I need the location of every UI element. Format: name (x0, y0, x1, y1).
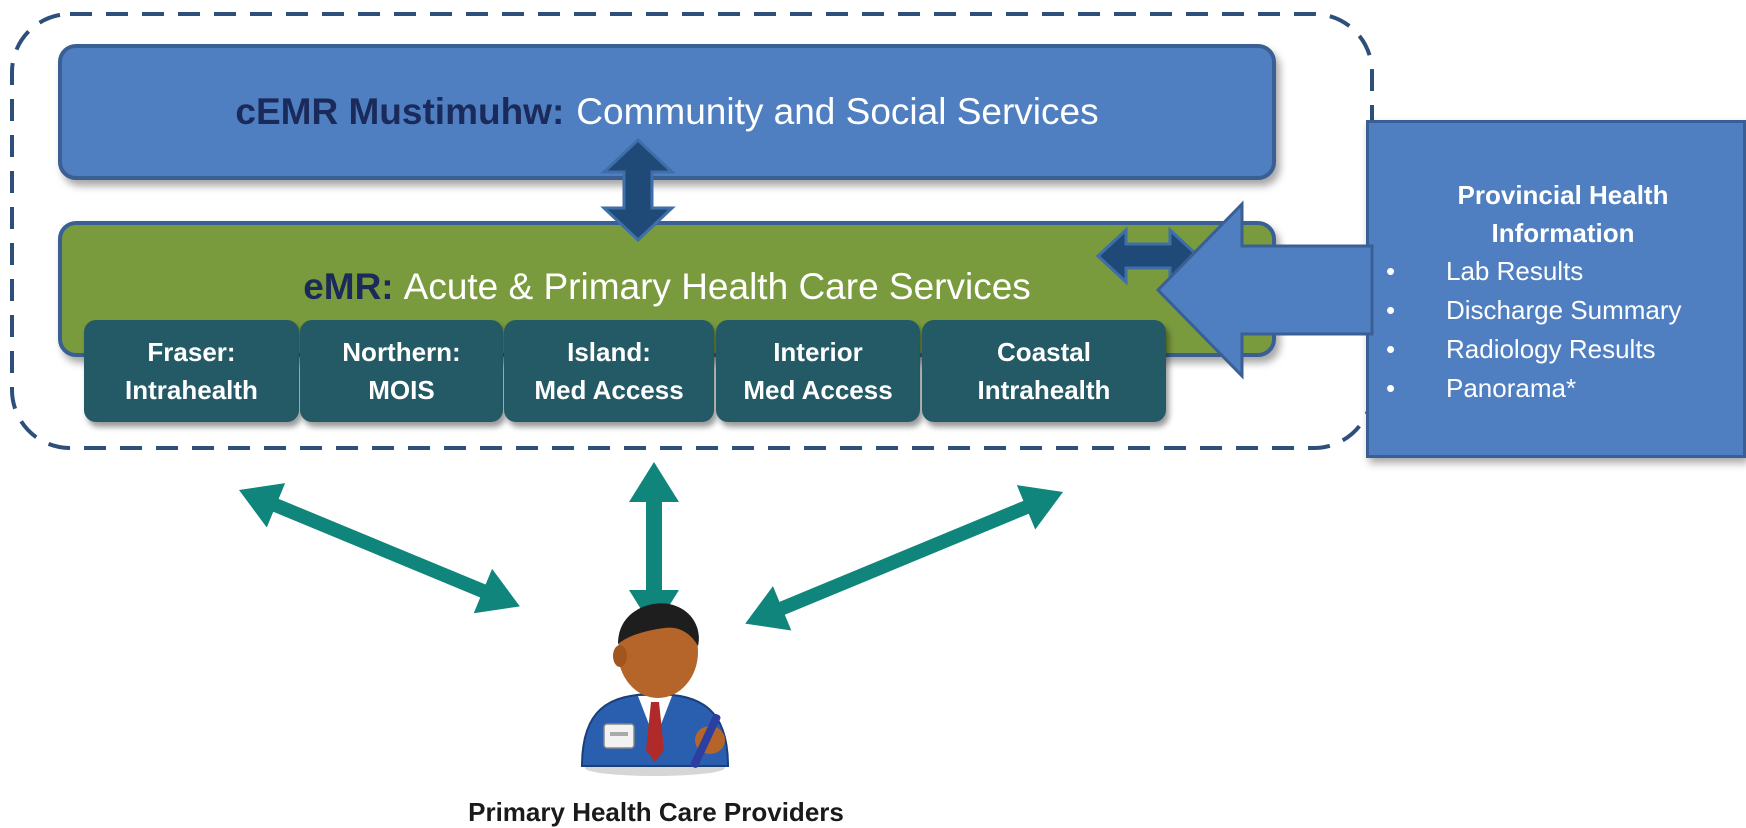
ha-line2: Med Access (534, 375, 684, 405)
cemr-emr-arrow-icon (600, 138, 676, 242)
ha-line1: Northern: (342, 337, 461, 367)
cemr-box: cEMR Mustimuhw: Community and Social Ser… (58, 44, 1276, 180)
bullet: • (1386, 334, 1396, 364)
emr-lead: eMR: (303, 266, 394, 307)
list-item-text: Radiology Results (1446, 334, 1656, 364)
left-provider-arrow-icon (239, 483, 520, 614)
bullet: • (1386, 295, 1396, 325)
ha-box-interior: Interior Med Access (716, 320, 920, 422)
ha-line1: Coastal (997, 337, 1091, 367)
bullet: • (1386, 373, 1396, 403)
bullet: • (1386, 256, 1396, 286)
provincial-to-emr-arrow-icon (1155, 200, 1374, 380)
ha-line1: Interior (773, 337, 863, 367)
ha-line2: Intrahealth (125, 375, 258, 405)
provincial-title-line2: Information (1491, 218, 1635, 248)
list-item: • Lab Results (1386, 252, 1682, 291)
provincial-list: • Lab Results • Discharge Summary • Radiolo… (1386, 252, 1682, 408)
ha-line1: Fraser: (147, 337, 236, 367)
provincial-box (1366, 120, 1746, 458)
ha-box-northern: Northern: MOIS (300, 320, 503, 422)
ha-box-coastal: Coastal Intrahealth (922, 320, 1166, 422)
providers-label: Primary Health Care Providers (468, 797, 844, 827)
ha-line2: Intrahealth (977, 375, 1111, 405)
ha-box-island: Island: Med Access (504, 320, 714, 422)
cemr-lead: cEMR Mustimuhw: (235, 91, 565, 132)
list-item: • Radiology Results (1386, 330, 1682, 369)
provincial-title: Provincial Health Information (1366, 176, 1746, 252)
emr-text: Acute & Primary Health Care Services (403, 266, 1031, 307)
list-item: • Panorama* (1386, 369, 1682, 408)
ha-box-fraser: Fraser: Intrahealth (84, 320, 299, 422)
ha-line2: Med Access (743, 375, 893, 405)
list-item-text: Panorama* (1446, 373, 1577, 403)
emr-title: eMR:Acute & Primary Health Care Services (58, 266, 1276, 308)
list-item-text: Lab Results (1446, 256, 1584, 286)
ha-line2: MOIS (368, 375, 435, 405)
provincial-title-line1: Provincial Health (1457, 180, 1669, 210)
list-item: • Discharge Summary (1386, 291, 1682, 330)
center-provider-arrow-icon (629, 462, 679, 630)
right-provider-arrow-icon (745, 485, 1063, 631)
cemr-text: Community and Social Services (576, 91, 1099, 132)
list-item-text: Discharge Summary (1446, 295, 1682, 325)
provider-person-icon (580, 603, 730, 776)
ha-line1: Island: (567, 337, 651, 367)
